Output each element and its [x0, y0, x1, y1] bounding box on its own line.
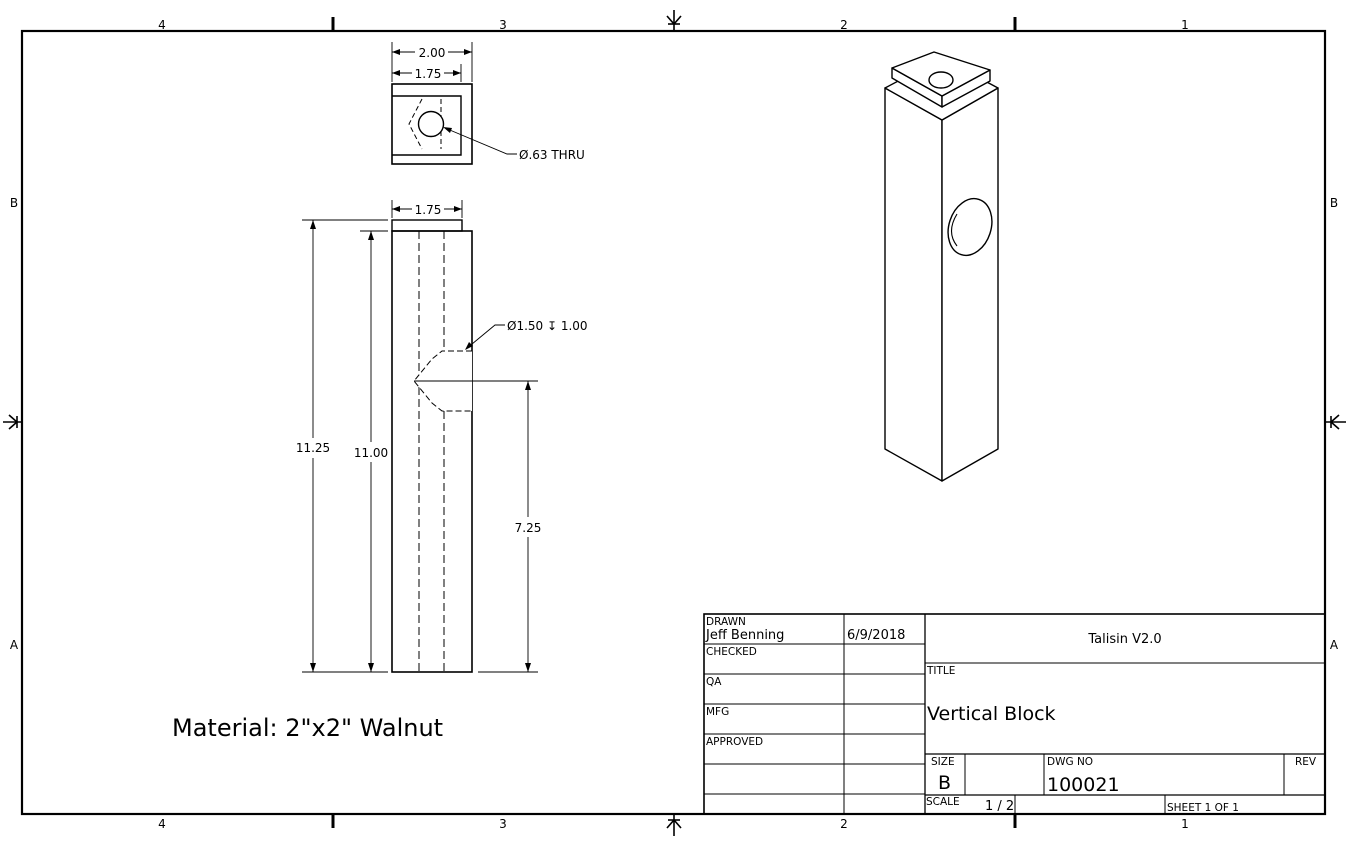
front-view-dim-height-overall: 11.25: [296, 441, 330, 455]
tb-title-label: TITLE: [926, 665, 955, 677]
tb-scale-label: SCALE: [926, 796, 960, 808]
drawing-border: [20, 29, 1327, 816]
zone-row-a-left: A: [10, 638, 19, 652]
tb-scale: 1 / 2: [985, 799, 1014, 814]
tb-checked-label: CHECKED: [706, 646, 757, 658]
tb-sheet: SHEET 1 OF 1: [1167, 802, 1239, 814]
iso-body-right-face: [941, 87, 999, 482]
zone-row-a-right: A: [1330, 638, 1339, 652]
isometric-view: [884, 51, 999, 482]
zone-col-2-bottom: 2: [840, 817, 848, 831]
zone-col-3-bottom: 3: [499, 817, 507, 831]
tb-title: Vertical Block: [927, 703, 1056, 725]
front-view-cap: [391, 219, 463, 232]
zone-col-4-bottom: 4: [158, 817, 166, 831]
tb-drawn-label: DRAWN: [706, 616, 746, 628]
centering-marks: [3, 10, 1346, 836]
zone-row-b-right: B: [1330, 196, 1338, 210]
zone-col-2-top: 2: [840, 18, 848, 32]
top-view-dim-width-inner: 1.75: [415, 67, 442, 81]
zone-col-1-top: 1: [1181, 18, 1189, 32]
top-view-through-hole: [417, 110, 445, 138]
front-view-dim-height-body: 11.00: [354, 446, 388, 460]
top-view-cap-edge: [392, 95, 462, 156]
front-view-dim-hole-height: 7.25: [515, 521, 542, 535]
material-note: Material: 2"x2" Walnut: [172, 714, 443, 742]
zone-ticks: [331, 17, 1017, 828]
tb-dwg-no-label: DWG NO: [1047, 756, 1093, 768]
iso-body-left-face: [884, 87, 943, 482]
tb-drawn-date: 6/9/2018: [847, 628, 905, 643]
top-view-hidden-hole: [408, 98, 423, 150]
tb-size-label: SIZE: [931, 756, 955, 768]
tb-drawn-by: Jeff Benning: [705, 628, 784, 643]
top-view: [391, 42, 517, 165]
front-view: [302, 200, 538, 673]
iso-side-hole-inner: [950, 213, 958, 247]
tb-qa-label: QA: [706, 676, 722, 688]
top-view-outline: [391, 83, 473, 165]
iso-cap-hole: [928, 71, 954, 89]
tb-size: B: [938, 772, 951, 794]
front-view-counterbore-callout: Ø1.50 ↧ 1.00: [507, 319, 588, 333]
tb-dwg-no: 100021: [1047, 774, 1120, 796]
title-block: [703, 613, 1326, 815]
tb-mfg-label: MFG: [706, 706, 729, 718]
tb-approved-label: APPROVED: [706, 736, 763, 748]
top-view-dim-width-overall: 2.00: [419, 46, 446, 60]
zone-row-b-left: B: [10, 196, 18, 210]
front-view-body: [391, 230, 473, 673]
front-view-dim-top-width: 1.75: [415, 203, 442, 217]
tb-company: Talisin V2.0: [1087, 632, 1161, 647]
zone-col-3-top: 3: [499, 18, 507, 32]
tb-rev-label: REV: [1295, 756, 1317, 768]
zone-col-1-bottom: 1: [1181, 817, 1189, 831]
zone-col-4-top: 4: [158, 18, 166, 32]
top-view-hole-callout: Ø.63 THRU: [519, 148, 585, 162]
iso-side-hole: [947, 197, 993, 257]
